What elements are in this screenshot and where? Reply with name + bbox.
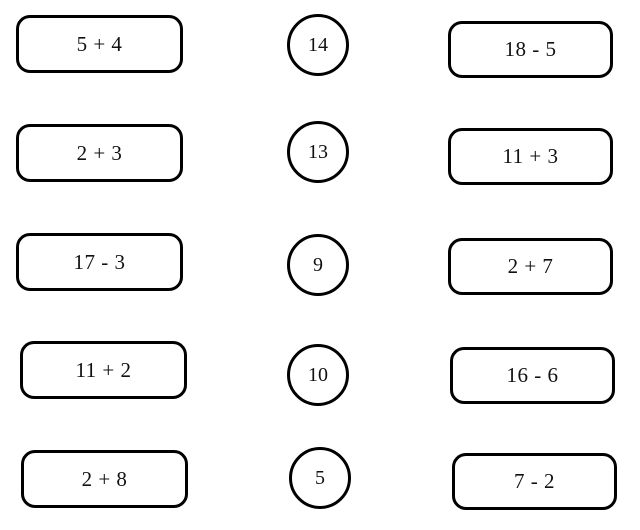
answer-bubble[interactable]: 14 [287, 14, 349, 76]
right-expression-card[interactable]: 18 - 5 [448, 21, 613, 78]
answer-bubble[interactable]: 13 [287, 121, 349, 183]
right-expression-card[interactable]: 11 + 3 [448, 128, 613, 185]
left-expression-card[interactable]: 2 + 3 [16, 124, 183, 182]
left-expression-card[interactable]: 5 + 4 [16, 15, 183, 73]
left-expression-card[interactable]: 17 - 3 [16, 233, 183, 291]
answer-bubble[interactable]: 5 [289, 447, 351, 509]
right-expression-card[interactable]: 2 + 7 [448, 238, 613, 295]
right-expression-card[interactable]: 16 - 6 [450, 347, 615, 404]
answer-bubble[interactable]: 9 [287, 234, 349, 296]
right-expression-card[interactable]: 7 - 2 [452, 453, 617, 510]
answer-bubble[interactable]: 10 [287, 344, 349, 406]
left-expression-card[interactable]: 2 + 8 [21, 450, 188, 508]
left-expression-card[interactable]: 11 + 2 [20, 341, 187, 399]
